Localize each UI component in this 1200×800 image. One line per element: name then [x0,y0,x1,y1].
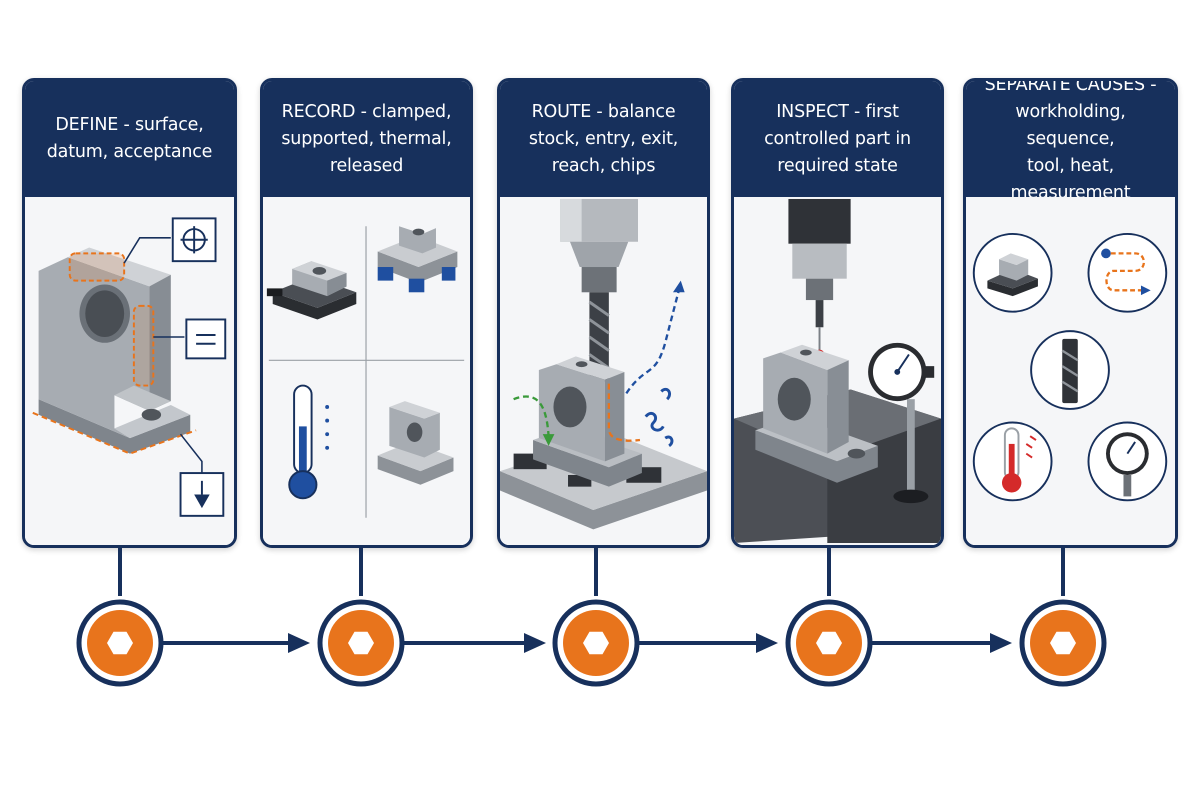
step-title-define: DEFINE - surface, datum, acceptance [46,115,213,162]
hex-nut-icon [816,631,842,655]
sequence-icon [1087,232,1168,313]
datum-arrow-icon [179,472,225,517]
parallelism-symbol-icon [185,318,227,360]
step-title-route: ROUTE - balance stock, entry, exit, reac… [528,101,679,176]
hex-nut-icon [107,631,133,655]
step-header-inspect: INSPECT - first controlled part in requi… [734,81,941,197]
workholding-icon [972,232,1053,313]
step-illustration-record [263,197,470,545]
record-illustration [266,226,465,518]
thermometer-icon [288,384,330,500]
supported-blocks-icon [377,226,458,293]
timeline-arrow-2 [402,633,546,653]
timeline-arrow-3 [638,633,778,653]
route-illustration [500,198,707,530]
timeline-node-1 [76,599,164,687]
step-title-inspect: INSPECT - first controlled part in requi… [764,101,911,176]
hex-nut-icon [348,631,374,655]
timeline-node-5 [1019,599,1107,687]
hex-nut-icon [1050,631,1076,655]
released-part-icon [377,401,454,485]
dial-indicator-icon [868,342,935,504]
tool-icon [1030,330,1110,410]
heat-icon [972,421,1053,502]
measurement-icon [1087,421,1168,502]
vise-clamped-icon [266,261,357,320]
timeline-node-4 [785,599,873,687]
timeline-arrow-4 [872,633,1012,653]
step-title-record: RECORD - clamped, supported, thermal, re… [281,101,452,176]
inspect-illustration [734,198,941,544]
connector-stem-5 [1061,548,1065,596]
step-card-record: RECORD - clamped, supported, thermal, re… [260,78,473,548]
connector-stem-3 [594,548,598,596]
timeline-node-3 [552,599,640,687]
step-card-define: DEFINE - surface, datum, acceptance [22,78,237,548]
step-header-route: ROUTE - balance stock, entry, exit, reac… [500,81,707,197]
step-illustration-inspect [734,197,941,545]
side-surface-highlight [132,304,155,387]
datum-surface-highlight [68,252,126,282]
step-illustration-route [500,197,707,545]
connector-stem-2 [359,548,363,596]
probe-icon [788,198,851,360]
spindle-icon [560,198,638,293]
step-card-inspect: INSPECT - first controlled part in requi… [731,78,944,548]
hex-nut-icon [583,631,609,655]
define-illustration [32,217,227,517]
exit-arrow-icon [625,290,680,394]
step-card-route: ROUTE - balance stock, entry, exit, reac… [497,78,710,548]
step-card-separate: SEPARATE CAUSES - workholding, sequence,… [963,78,1178,548]
step-illustration-define [25,197,234,545]
connector-stem-4 [827,548,831,596]
chips-icon [644,387,674,448]
step-illustration-separate [966,197,1175,545]
step-header-record: RECORD - clamped, supported, thermal, re… [263,81,470,197]
timeline-node-2 [317,599,405,687]
separate-illustration [972,232,1168,502]
end-mill-icon [588,292,610,382]
connector-stem-1 [118,548,122,596]
machined-part-inspect [755,344,878,483]
position-symbol-icon [171,217,217,263]
timeline-arrow-1 [162,633,310,653]
step-header-define: DEFINE - surface, datum, acceptance [25,81,234,197]
machined-part [38,247,191,454]
